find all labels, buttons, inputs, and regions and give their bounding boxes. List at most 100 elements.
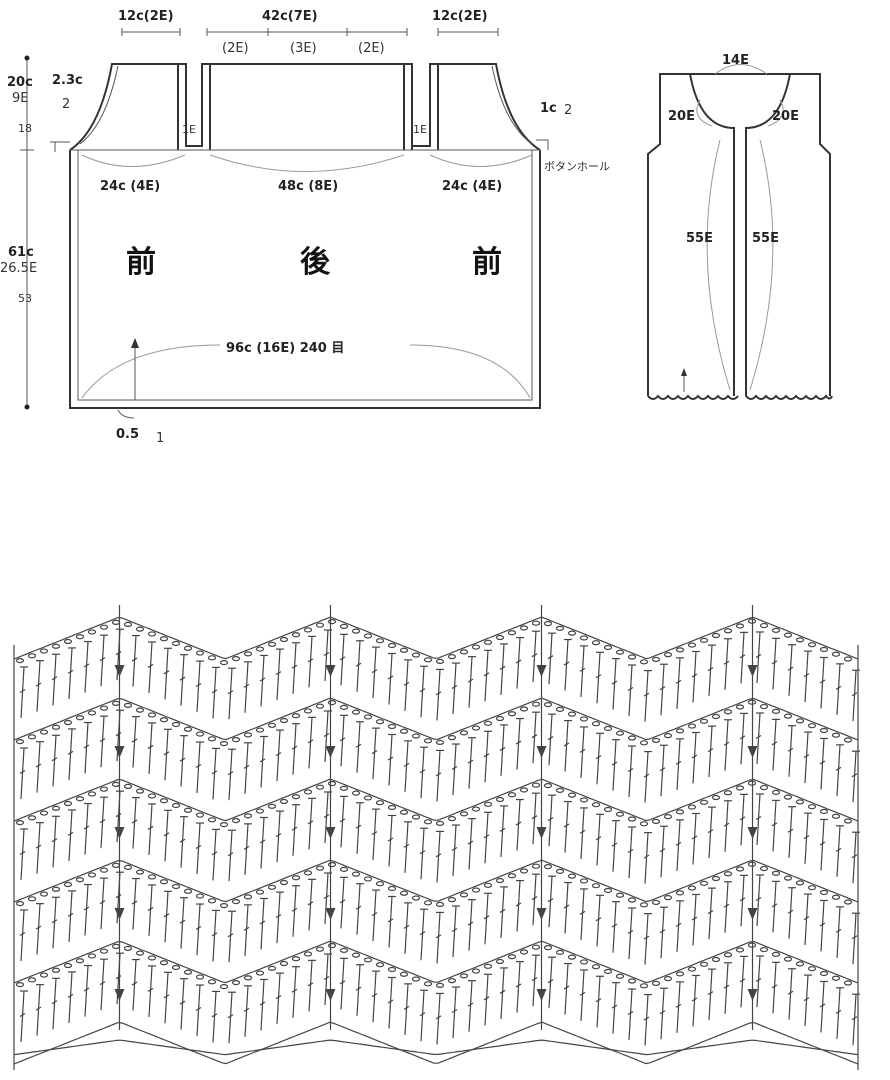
dc-stitch-bar [35,925,42,930]
chain-stitch [411,652,421,658]
decrease-marker [325,827,336,839]
chain-stitch [531,782,541,788]
dc-stitch-bar [835,1009,842,1014]
chain-stitch [735,947,745,953]
right-front-panel [438,63,541,151]
dc-stitch-bar [627,849,634,854]
dc-stitch-bar [691,673,698,678]
dc-stitch-bar [707,667,714,672]
dc-stitch [84,884,89,936]
chain-stitch [303,870,313,876]
dc-stitch [196,661,201,713]
chain-stitch [807,804,817,810]
chain-stitch [531,620,541,626]
right-front-panel-inner [491,65,533,145]
chain-stitch [603,968,613,975]
dc-stitch [468,737,473,789]
dc-stitch-bar [83,825,90,830]
dc-stitch [644,751,649,803]
dc-stitch-bar [99,738,106,743]
dc-stitch [532,955,537,1007]
dc-stitch [660,988,665,1040]
chain-stitch [819,889,829,896]
chain-stitch [339,866,349,872]
dc-stitch [36,660,41,712]
dc-stitch [196,985,201,1037]
dc-stitch-bar [19,1013,26,1018]
dc-stitch [68,647,73,699]
chain-stitch [699,880,709,886]
chain-stitch [591,802,601,808]
chain-stitch [291,713,301,719]
dc-stitch-bar [659,686,666,691]
chain-stitch [843,980,853,986]
dc-stitch-bar [627,930,634,935]
dc-stitch [708,645,713,697]
chain-stitch [267,641,277,647]
dc-stitch-bar [403,1005,410,1010]
dc-stitch [852,670,857,722]
dc-stitch-bar [515,740,522,745]
band-outline [647,73,831,396]
chain-stitch [663,895,673,901]
chain-stitch [63,719,73,726]
band-left-front: 55E [686,231,713,246]
dc-stitch-bar [563,985,570,990]
chain-stitch [831,975,841,981]
dc-stitch-bar [371,912,378,917]
dc-stitch [612,820,617,872]
chain-stitch [99,786,109,792]
chain-stitch [411,976,421,982]
dc-stitch [804,651,809,703]
underarm-left-label: 1E [182,123,196,136]
dc-stitch [612,658,617,710]
dc-stitch [132,716,137,768]
dc-stitch-bar [531,653,538,658]
dc-stitch [452,825,457,877]
dc-stitch-bar [419,688,426,693]
chain-stitch [651,656,661,663]
dc-stitch-bar [451,766,458,771]
chain-stitch [543,701,553,708]
chain-stitch [591,721,601,727]
chain-stitch [399,971,409,977]
front-band-schematic [647,64,833,400]
dc-stitch-bar [611,1004,618,1009]
chain-stitch [15,658,25,664]
dc-stitch-bar [851,854,858,859]
chain-stitch [195,893,205,899]
dc-stitch-bar [803,997,810,1002]
chain-stitch [531,863,541,869]
dc-stitch [788,968,793,1020]
dc-stitch [804,975,809,1027]
chain-stitch [87,872,97,878]
back-label: 後 [300,245,331,280]
dc-stitch-bar [467,840,474,845]
dc-stitch-bar [547,817,554,822]
dc-stitch [196,742,201,794]
chain-stitch [87,629,97,635]
chain-stitch [231,980,241,986]
chain-stitch [495,634,505,641]
dc-stitch-bar [339,656,346,661]
chain-stitch [219,822,229,828]
dc-stitch-bar [739,978,746,983]
body-schematic [69,63,549,419]
dc-stitch-bar [195,764,202,769]
chain-stitch [831,894,841,900]
chain-stitch [675,890,685,896]
edge-right-label: 1c [540,101,557,116]
dc-stitch-bar [851,1016,858,1021]
chain-stitch [87,710,97,716]
edge-mark [536,139,549,150]
dc-stitch [100,959,105,1011]
dc-stitch-bar [659,1010,666,1015]
chain-stitch [27,977,37,983]
dc-stitch [180,897,185,949]
chain-stitch [39,810,49,816]
dc-stitch-bar [147,906,154,911]
dc-stitch-bar [51,919,58,924]
chain-stitch [183,645,193,651]
chain-stitch [651,899,661,906]
dc-stitch-bar [723,741,730,746]
